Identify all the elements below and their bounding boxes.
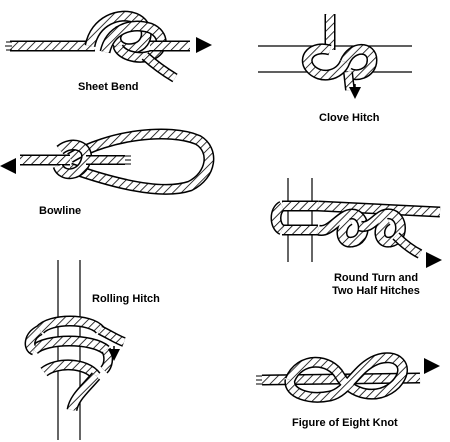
sheet-bend-diagram (5, 16, 208, 78)
figure-eight-diagram (256, 358, 436, 398)
clove-hitch-caption: Clove Hitch (319, 112, 380, 125)
figure-eight-caption: Figure of Eight Knot (292, 417, 398, 430)
bowline-diagram (4, 134, 209, 189)
rolling-hitch-diagram (30, 260, 124, 440)
round-turn-caption-line1: Round Turn and (318, 272, 434, 285)
round-turn-caption-line2: Two Half Hitches (318, 285, 434, 298)
round-turn-caption: Round Turn and Two Half Hitches (318, 272, 434, 298)
sheet-bend-caption: Sheet Bend (78, 81, 139, 94)
bowline-caption: Bowline (39, 205, 81, 218)
round-turn-diagram (276, 178, 440, 262)
rolling-hitch-caption: Rolling Hitch (92, 293, 160, 306)
clove-hitch-diagram (258, 14, 412, 96)
